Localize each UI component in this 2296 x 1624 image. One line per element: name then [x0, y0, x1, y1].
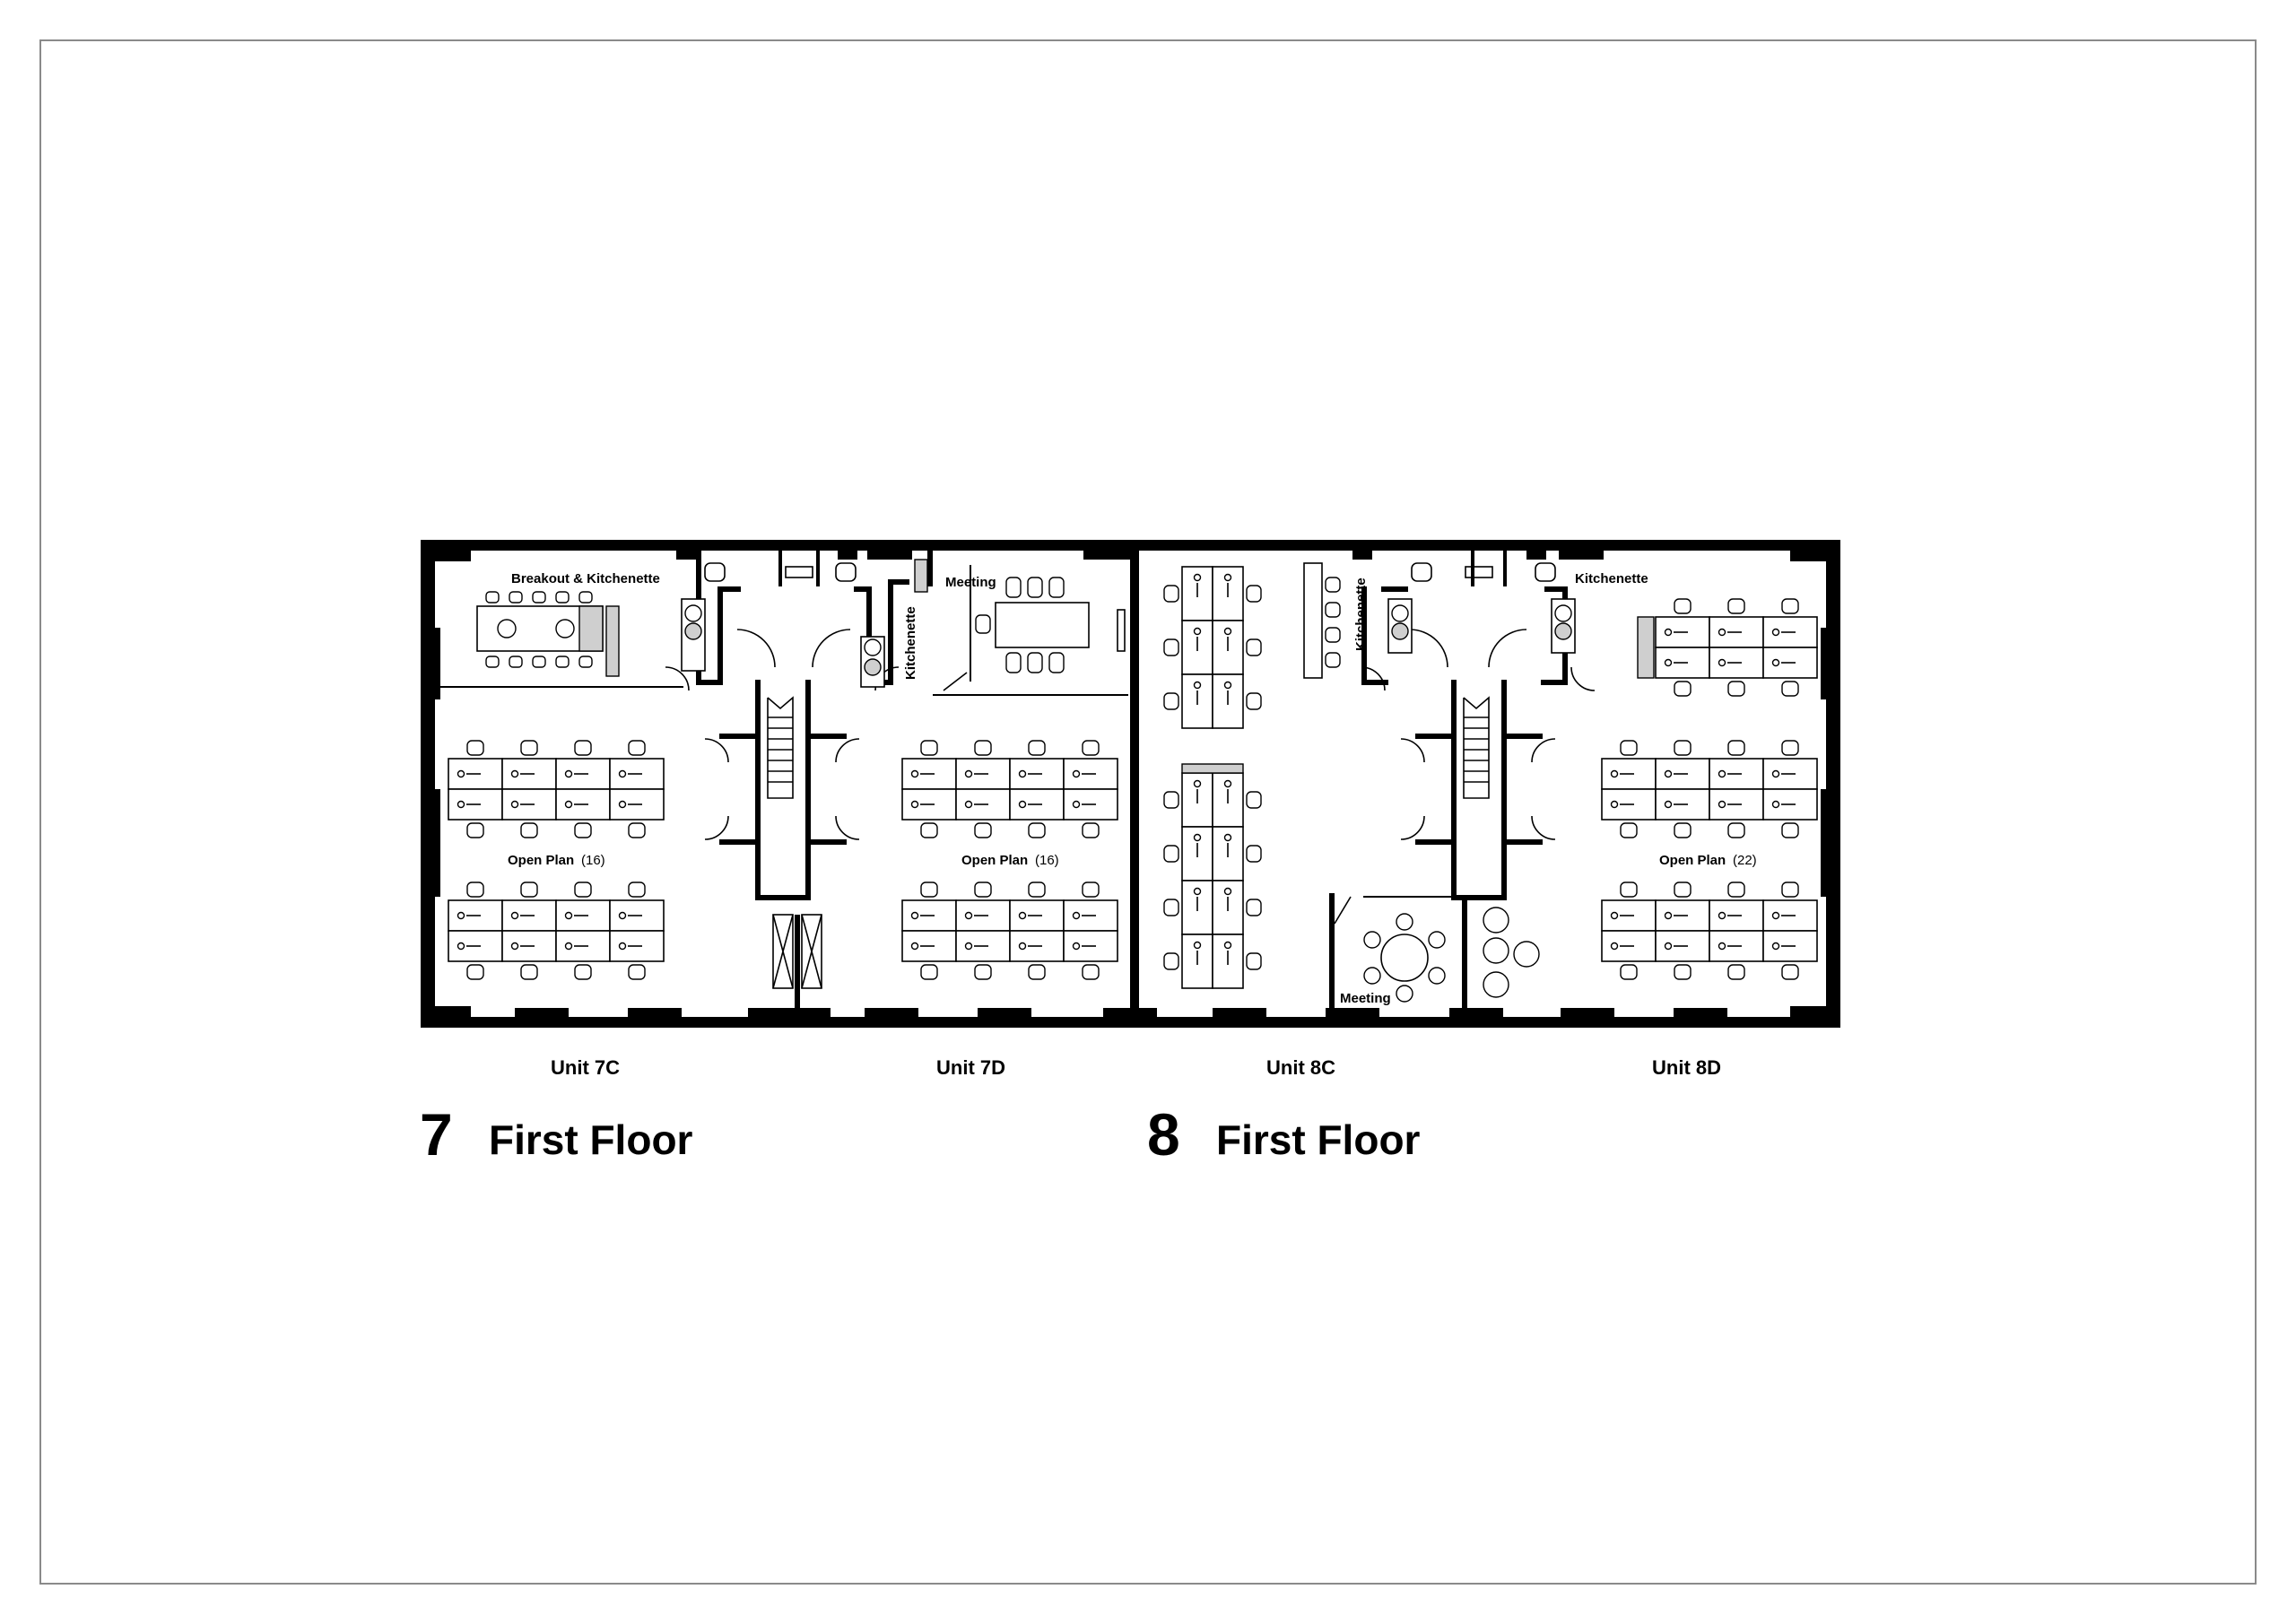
room-label-kitchenette-8c: Kitchenette	[1353, 578, 1369, 651]
room-label-open-plan-7c: Open Plan	[508, 853, 574, 868]
desk-clusters	[448, 566, 1818, 989]
stair-8	[1463, 696, 1490, 799]
soft-seating-8d	[1483, 907, 1540, 998]
kitchen-units	[681, 559, 1576, 688]
counter-8c	[1303, 562, 1341, 679]
floor-number-7: 7	[420, 1101, 453, 1168]
open-plan-7d-count: (16)	[1035, 853, 1059, 868]
wc-fittings	[704, 562, 1556, 582]
floor-title-8: First Floor	[1216, 1116, 1421, 1163]
floor-number-8: 8	[1147, 1101, 1180, 1168]
room-label-kitchenette-7d: Kitchenette	[903, 606, 918, 680]
meeting-table-7d	[975, 577, 1126, 673]
stair-7	[767, 696, 794, 799]
unit-label-7c: Unit 7C	[551, 1056, 620, 1079]
room-label-open-plan-8d: Open Plan	[1659, 853, 1726, 868]
room-label-kitchenette-8d: Kitchenette	[1575, 571, 1648, 586]
open-plan-7c-count: (16)	[581, 853, 605, 868]
floor-title-7: First Floor	[489, 1116, 693, 1163]
room-label-breakout: Breakout & Kitchenette	[511, 571, 660, 586]
windows	[423, 543, 1838, 1025]
drawing-sheet-border	[39, 39, 2257, 1585]
room-label-meeting-8c: Meeting	[1340, 991, 1391, 1006]
round-meeting-table	[1363, 913, 1446, 1003]
outer-walls	[421, 540, 1840, 1028]
unit-label-7d: Unit 7D	[936, 1056, 1005, 1079]
room-label-open-plan-7d: Open Plan	[961, 853, 1028, 868]
open-plan-8d-count: (22)	[1733, 853, 1757, 868]
unit-label-8c: Unit 8C	[1266, 1056, 1335, 1079]
unit-label-8d: Unit 8D	[1652, 1056, 1721, 1079]
risers	[772, 914, 822, 989]
room-label-meeting-7d: Meeting	[945, 575, 996, 590]
breakout-table	[476, 591, 620, 677]
